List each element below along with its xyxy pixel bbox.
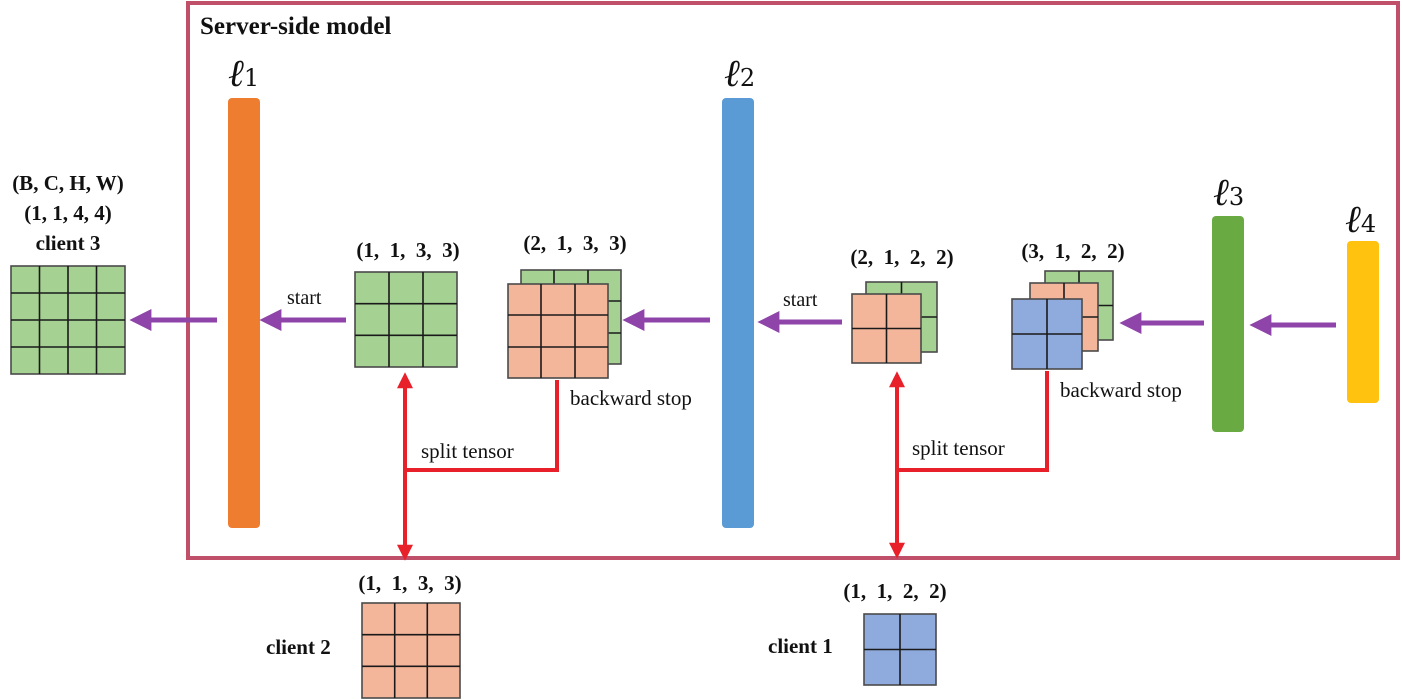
layer-4-label: ℓ4 xyxy=(1345,197,1376,241)
client-2-shape: (1, 1, 3, 3) xyxy=(358,571,461,595)
split-line-1 xyxy=(405,380,559,472)
client-1-tensor xyxy=(863,613,937,686)
layer-1-label: ℓ1 xyxy=(228,51,259,95)
backward-stop-label-2: backward stop xyxy=(1060,378,1182,402)
backward-stop-label-1: backward stop xyxy=(570,386,692,410)
start-label-1: start xyxy=(287,287,322,309)
tensor-a-shape: (1, 1, 3, 3) xyxy=(356,238,459,262)
server-title: Server-side model xyxy=(200,13,391,40)
tensor-d-shape: (3, 1, 2, 2) xyxy=(1021,239,1124,263)
tensor-b-shape: (2, 1, 3, 3) xyxy=(523,231,626,255)
layer-2-bar xyxy=(722,98,754,528)
client-2-label: client 2 xyxy=(266,635,331,659)
tensor-c-front xyxy=(851,293,922,364)
client-3-label: client 3 xyxy=(36,231,101,255)
split-line-2 xyxy=(897,371,1049,472)
shape-header: (B, C, H, W) xyxy=(12,171,124,195)
layer-4-bar xyxy=(1347,241,1379,403)
layer-3-bar xyxy=(1212,216,1244,432)
layer-3-label: ℓ3 xyxy=(1213,170,1244,214)
client-2-tensor xyxy=(361,602,461,699)
tensor-c-shape: (2, 1, 2, 2) xyxy=(850,245,953,269)
tensor-a xyxy=(354,271,458,368)
server-frame xyxy=(186,1,1400,560)
split-tensor-label-1: split tensor xyxy=(421,439,514,463)
tensor-b-front xyxy=(507,283,609,379)
client-3-shape: (1, 1, 4, 4) xyxy=(24,201,112,225)
client-1-shape: (1, 1, 2, 2) xyxy=(843,579,946,603)
start-label-2: start xyxy=(783,289,818,311)
layer-1-bar xyxy=(228,98,260,528)
split-tensor-label-2: split tensor xyxy=(912,436,1005,460)
tensor-d-front xyxy=(1011,298,1083,370)
client-1-label: client 1 xyxy=(768,634,833,658)
client-3-tensor xyxy=(10,265,126,375)
layer-2-label: ℓ2 xyxy=(724,51,755,95)
